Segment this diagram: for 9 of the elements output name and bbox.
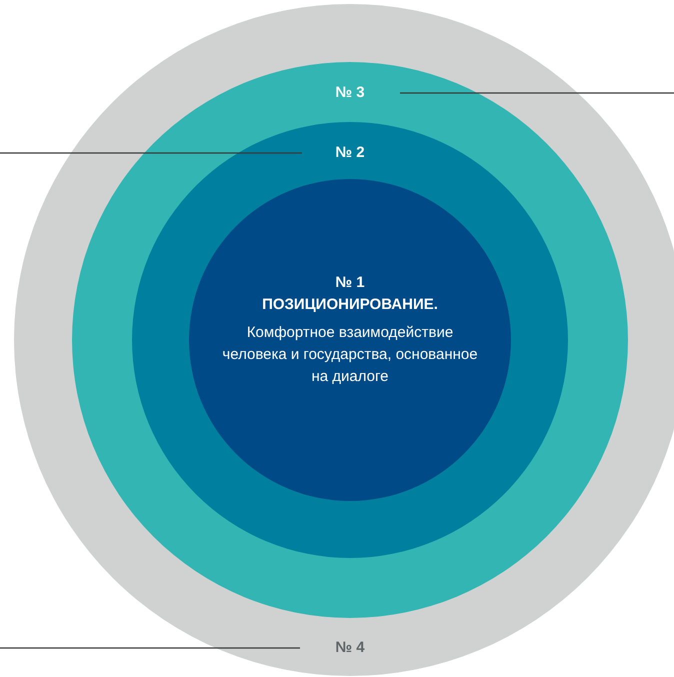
leader-line bbox=[400, 92, 674, 94]
ring-number: № 3 bbox=[335, 83, 365, 103]
leader-line bbox=[0, 152, 302, 154]
leader-line bbox=[0, 647, 300, 649]
number-label: № 1 bbox=[335, 273, 365, 293]
description-text: Комфортное взаимодействие человека и государства, основанное на диалоге bbox=[221, 323, 479, 387]
heading: ПОЗИЦИОНИРОВАНИЕ. bbox=[262, 295, 438, 315]
ring-number: № 2 bbox=[335, 143, 365, 163]
ring-number: № 4 bbox=[335, 638, 365, 658]
